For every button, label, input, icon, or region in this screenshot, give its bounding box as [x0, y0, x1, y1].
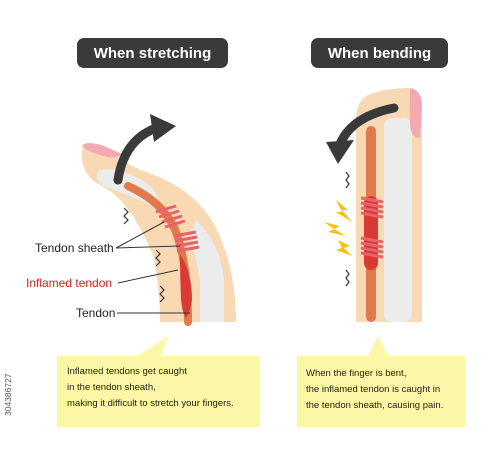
- callout-stretching: Inflamed tendons get caught in the tendo…: [57, 356, 260, 427]
- finger-stretching: [81, 114, 236, 360]
- leader-lines-left: [115, 221, 190, 314]
- bone-lower-left: [190, 220, 224, 322]
- tendon-sheath-upper-right: [360, 196, 384, 219]
- label-tendon-sheath: Tendon sheath: [35, 241, 114, 255]
- callout-bending-line: the inflamed tendon is caught in: [306, 384, 441, 395]
- tendon-sheath-upper-left: [155, 204, 186, 229]
- wiggle-lines-right: [345, 171, 350, 287]
- callout-stretching-line: Inflamed tendons get caught: [67, 366, 187, 377]
- heading-when-bending: When bending: [311, 38, 448, 68]
- callout-stretching-line: in the tendon sheath,: [67, 382, 156, 393]
- callout-bending: When the finger is bent, the inflamed te…: [297, 356, 465, 427]
- tendon-sheath-lower-right: [360, 236, 384, 259]
- inflamed-tendon-left: [180, 254, 192, 318]
- lightning-icon: [324, 200, 352, 256]
- curved-arrow-head-left: [150, 114, 176, 142]
- curved-arrow-icon: [335, 103, 399, 149]
- curved-arrow-head-right: [326, 140, 354, 164]
- heading-when-stretching: When stretching: [77, 38, 228, 68]
- bone-right: [384, 118, 412, 322]
- callout-bending-line: When the finger is bent,: [306, 368, 407, 379]
- label-tendon: Tendon: [76, 306, 116, 320]
- nail-right: [410, 88, 422, 138]
- callout-bending-line: the tendon sheath, causing pain.: [306, 400, 444, 411]
- curved-arrow-icon: [113, 123, 161, 185]
- finger-bending: [324, 88, 422, 360]
- wiggle-lines-left: [123, 207, 165, 303]
- callout-pointer-left: [132, 336, 168, 360]
- callout-stretching-line: making it difficult to stretch your fing…: [67, 398, 234, 409]
- callout-pointer-right: [366, 336, 390, 360]
- tendon-sheath-lower-left: [173, 230, 200, 253]
- stock-id: 304386727: [3, 373, 13, 417]
- nail-left: [82, 143, 122, 158]
- label-inflamed-tendon: Inflamed tendon: [26, 276, 113, 290]
